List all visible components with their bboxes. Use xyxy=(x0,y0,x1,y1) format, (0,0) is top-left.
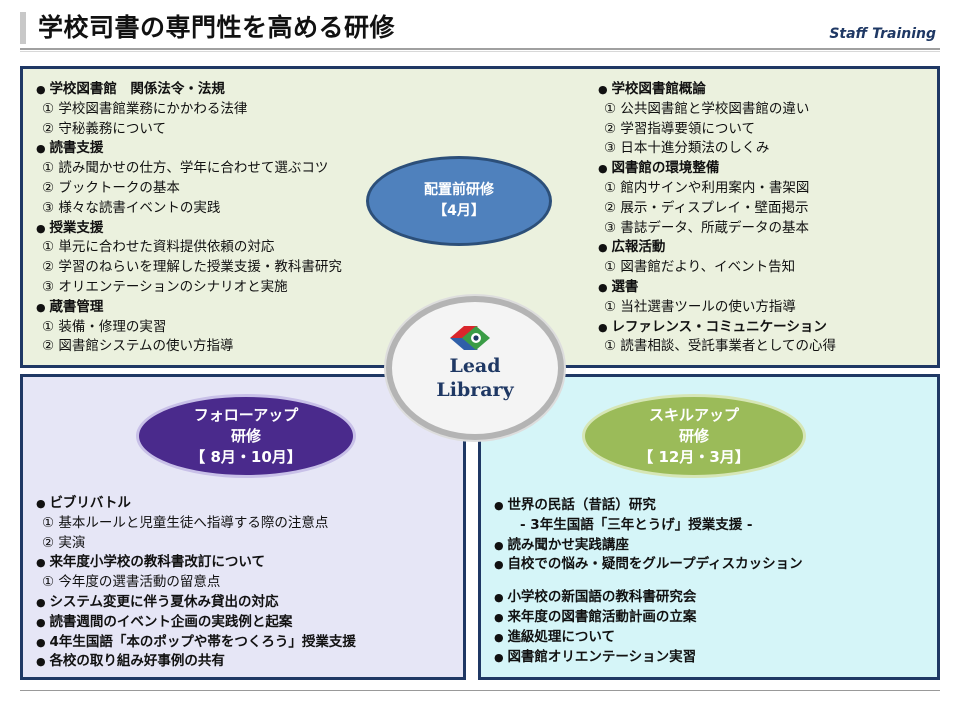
book-icon xyxy=(450,326,490,350)
section-subtitle: - 3年生国語「三年とうげ」授業支援 - xyxy=(520,516,753,533)
header-divider xyxy=(20,48,940,50)
oval-period: 【4月】 xyxy=(433,203,485,219)
section-heading: 広報活動 xyxy=(598,238,836,258)
section-item: ② 学習のねらいを理解した授業支援・教科書研究 xyxy=(42,259,342,276)
list-spacer xyxy=(494,575,803,588)
oval-title: スキルアップ xyxy=(648,405,739,424)
oval-period: 【 12月・3月】 xyxy=(638,447,750,466)
header-tag: Staff Training xyxy=(829,26,936,42)
follow-up-label-oval: フォローアップ 研修 【 8月・10月】 xyxy=(136,394,356,478)
section-item: ② ブックトークの基本 xyxy=(42,179,180,196)
section-item: ② 図書館システムの使い方指導 xyxy=(42,338,234,355)
page-title: 学校司書の専門性を高める研修 xyxy=(38,13,396,42)
section-item: ① 読み聞かせの仕方、学年に合わせて選ぶコツ xyxy=(42,160,329,177)
section-item: ③ 書誌データ、所蔵データの基本 xyxy=(604,219,809,236)
section-heading: 小学校の新国語の教科書研究会 xyxy=(494,588,803,608)
top-left-topic-list: 学校図書館 関係法令・法規① 学校図書館業務にかかわる法律 ② 守秘義務について読… xyxy=(36,80,342,357)
section-item: ① 公共図書館と学校図書館の違い xyxy=(604,100,810,117)
section-heading: 世界の民話（昔話）研究 xyxy=(494,496,803,516)
section-item: ② 学習指導要領について xyxy=(604,120,755,137)
section-item: ① 基本ルールと児童生徒へ指導する際の注意点 xyxy=(42,514,329,531)
logo-text-line2: Library xyxy=(436,379,514,401)
section-item: ① 読書相談、受託事業者としての心得 xyxy=(604,338,836,355)
section-heading: 来年度の図書館活動計画の立案 xyxy=(494,608,803,628)
section-heading: 学校図書館概論 xyxy=(598,80,836,100)
oval-period: 【 8月・10月】 xyxy=(190,447,302,466)
section-heading: 読書支援 xyxy=(36,139,342,159)
section-heading: レファレンス・コミュニケーション xyxy=(598,318,836,338)
section-heading: 進級処理について xyxy=(494,628,803,648)
section-item: ① 図書館だより、イベント告知 xyxy=(604,259,796,276)
section-heading: 選書 xyxy=(598,278,836,298)
oval-title: フォローアップ xyxy=(193,405,299,424)
section-item: ③ 日本十進分類法のしくみ xyxy=(604,140,770,157)
section-item: ② 展示・ディスプレイ・壁面掲示 xyxy=(604,199,809,216)
section-item: ① 単元に合わせた資料提供依頼の対応 xyxy=(42,239,275,256)
section-item: ① 当社選書ツールの使い方指導 xyxy=(604,298,796,315)
section-heading: 各校の取り組み好事例の共有 xyxy=(36,652,356,672)
section-heading: 読書週間のイベント企画の実践例と起案 xyxy=(36,613,356,633)
oval-subtitle: 研修 xyxy=(230,426,261,445)
section-heading: システム変更に伴う夏休み貸出の対応 xyxy=(36,593,356,613)
section-heading: 授業支援 xyxy=(36,219,342,239)
logo-text-line1: Lead xyxy=(449,355,501,377)
section-heading: 図書館オリエンテーション実習 xyxy=(494,648,803,668)
section-item: ② 実演 xyxy=(42,534,86,551)
pre-assignment-label-oval: 配置前研修 【4月】 xyxy=(366,156,552,246)
section-heading: 読み聞かせ実践講座 xyxy=(494,536,803,556)
section-item: ① 学校図書館業務にかかわる法律 xyxy=(42,100,248,117)
section-item: ③ 様々な読書イベントの実践 xyxy=(42,199,221,216)
title-accent-bar xyxy=(20,12,26,44)
section-item: ① 装備・修理の実習 xyxy=(42,318,167,335)
section-item: ① 館内サインや利用案内・書架図 xyxy=(604,179,810,196)
skill-up-label-oval: スキルアップ 研修 【 12月・3月】 xyxy=(582,394,806,478)
header-divider-light xyxy=(20,51,940,52)
lead-library-logo: Lead Library xyxy=(386,296,564,440)
section-heading: 4年生国語「本のポップや帯をつくろう」授業支援 xyxy=(36,633,355,653)
section-heading: ビブリバトル xyxy=(36,494,356,514)
section-heading: 図書館の環境整備 xyxy=(598,159,836,179)
oval-subtitle: 研修 xyxy=(678,426,709,445)
oval-title: 配置前研修 xyxy=(424,182,494,198)
section-item: ① 今年度の選書活動の留意点 xyxy=(42,574,221,591)
section-item: ② 守秘義務について xyxy=(42,120,166,137)
section-item: ③ オリエンテーションのシナリオと実施 xyxy=(42,278,288,295)
section-heading: 蔵書管理 xyxy=(36,298,342,318)
section-heading: 自校での悩み・疑問をグループディスカッション xyxy=(494,555,802,575)
footer-divider xyxy=(20,690,940,691)
skill-up-topic-list: 世界の民話（昔話）研究- 3年生国語「三年とうげ」授業支援 - 読み聞かせ実践講座… xyxy=(494,496,803,668)
section-heading: 学校図書館 関係法令・法規 xyxy=(36,80,342,100)
section-heading: 来年度小学校の教科書改訂について xyxy=(36,553,356,573)
